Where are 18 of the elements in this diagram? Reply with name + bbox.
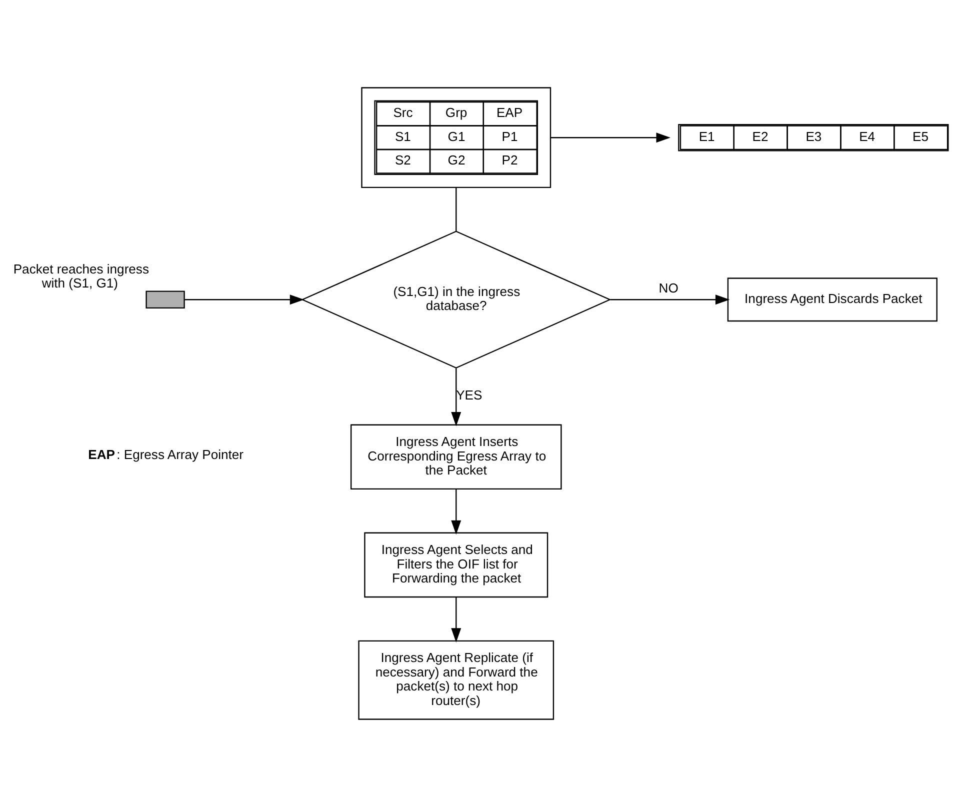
arrow bbox=[451, 596, 462, 642]
node-box: Ingress Agent Selects and Filters the OIF list for Forwarding the packet bbox=[364, 532, 548, 598]
node-box: Src Grp EAP S1 G1 P1 S2 G2 P2 bbox=[361, 86, 552, 188]
node-diamond: (S1,G1) in the ingress database? bbox=[300, 230, 612, 368]
node-box bbox=[146, 290, 185, 308]
arrow bbox=[451, 368, 462, 426]
arrow bbox=[610, 294, 730, 304]
edge-label: NO bbox=[658, 280, 678, 295]
connector bbox=[456, 187, 457, 231]
label: EAP: Egress Array Pointer bbox=[88, 446, 244, 462]
node-label: Packet reaches ingress with (S1, G1) bbox=[13, 260, 149, 290]
node-box: Ingress Agent Replicate (if necessary) and Forward the packet(s) to next hop router(s) bbox=[358, 640, 554, 720]
edge-label: YES bbox=[456, 387, 482, 402]
node-box: Ingress Agent Discards Packet bbox=[727, 277, 938, 322]
arrow bbox=[184, 294, 304, 304]
arrow bbox=[550, 132, 670, 142]
node-box: Ingress Agent Inserts Corresponding Egress Array to the Packet bbox=[350, 424, 562, 490]
arrow bbox=[451, 488, 462, 534]
